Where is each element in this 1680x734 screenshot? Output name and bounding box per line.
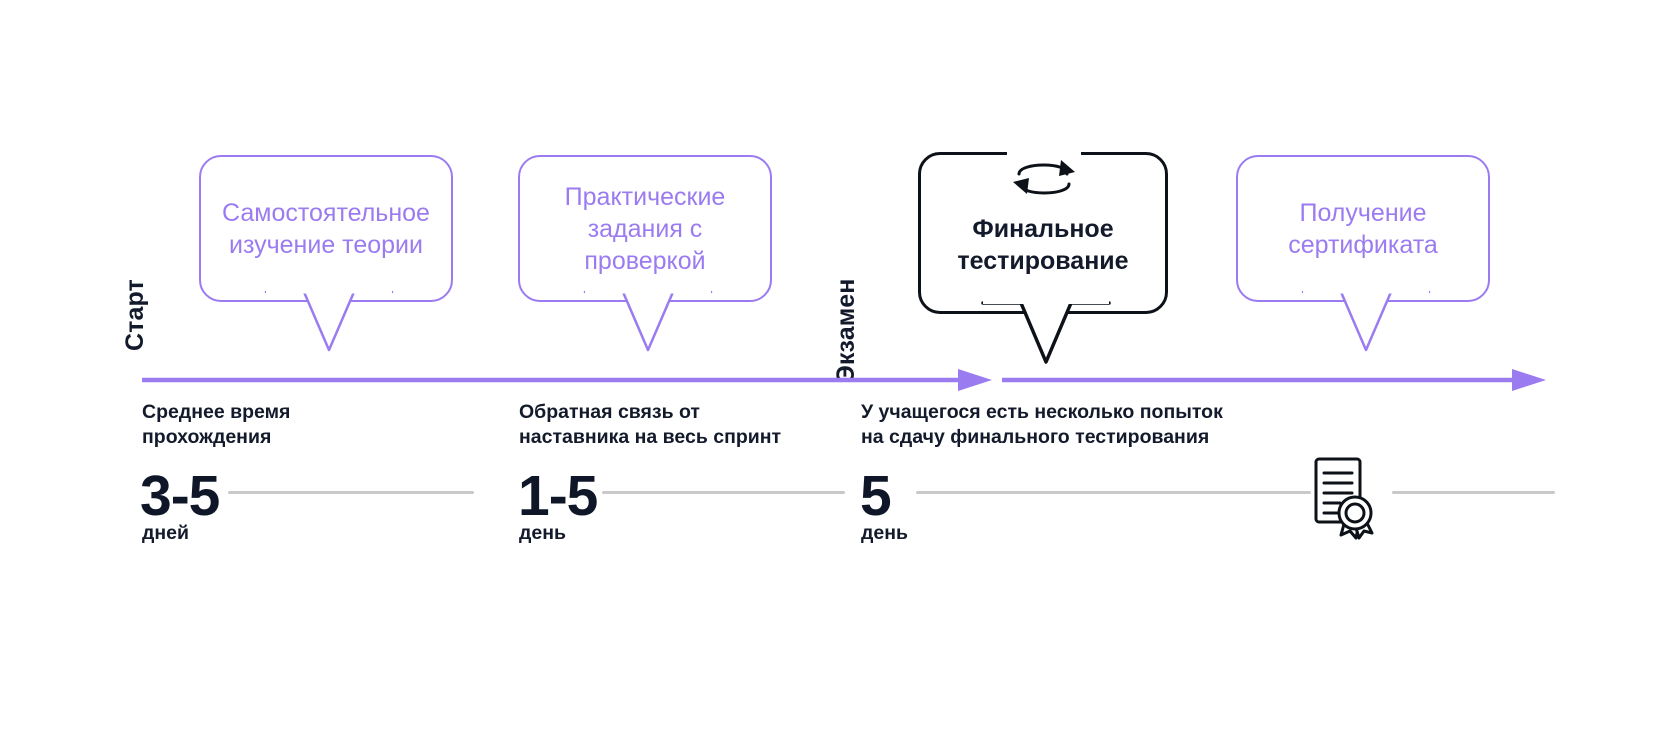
metric-final-test-attempts-value: 5 [860, 464, 892, 528]
metric-mentor-feedback-caption: Обратная связь от наставника на весь спр… [519, 401, 782, 449]
metric-final-test-attempts-caption: У учащегося есть несколько попыток на сд… [861, 401, 1223, 449]
metric-final-test-attempts-unit: день [861, 522, 908, 544]
certificate-icon [1314, 457, 1374, 540]
stage-bubble-practice-tasks-text: Практические задания с проверкой [564, 182, 726, 275]
metric-mentor-feedback-unit: день [519, 522, 566, 544]
metric-rule-4 [1392, 491, 1555, 494]
axis-label-start: Старт [121, 279, 149, 351]
stage-bubble-self-study[interactable]: Самостоятельное изучение теории [199, 155, 453, 302]
metric-average-time-value: 3-5 [140, 464, 220, 528]
stage-bubble-certificate[interactable]: Получение сертификата [1236, 155, 1490, 302]
metric-average-time-unit: дней [142, 522, 189, 544]
metric-rule-3 [916, 491, 1311, 494]
timeline-arrowhead-end [1512, 369, 1546, 391]
axis-label-exam: Экзамен [832, 278, 860, 384]
timeline-arrowhead-mid [958, 369, 992, 391]
metric-rule-1 [228, 491, 474, 494]
stage-bubble-final-testing-text: Финальное тестирование [957, 215, 1129, 275]
metric-mentor-feedback-value: 1-5 [518, 464, 598, 528]
stage-bubble-self-study-text: Самостоятельное изучение теории [222, 198, 430, 259]
stage-bubble-certificate-text: Получение сертификата [1288, 198, 1438, 259]
metric-average-time-caption: Среднее время прохождения [142, 401, 291, 449]
stage-bubble-final-testing[interactable]: Финальное тестирование [918, 152, 1168, 314]
metric-rule-2 [602, 491, 845, 494]
stage-bubble-practice-tasks[interactable]: Практические задания с проверкой [518, 155, 772, 302]
